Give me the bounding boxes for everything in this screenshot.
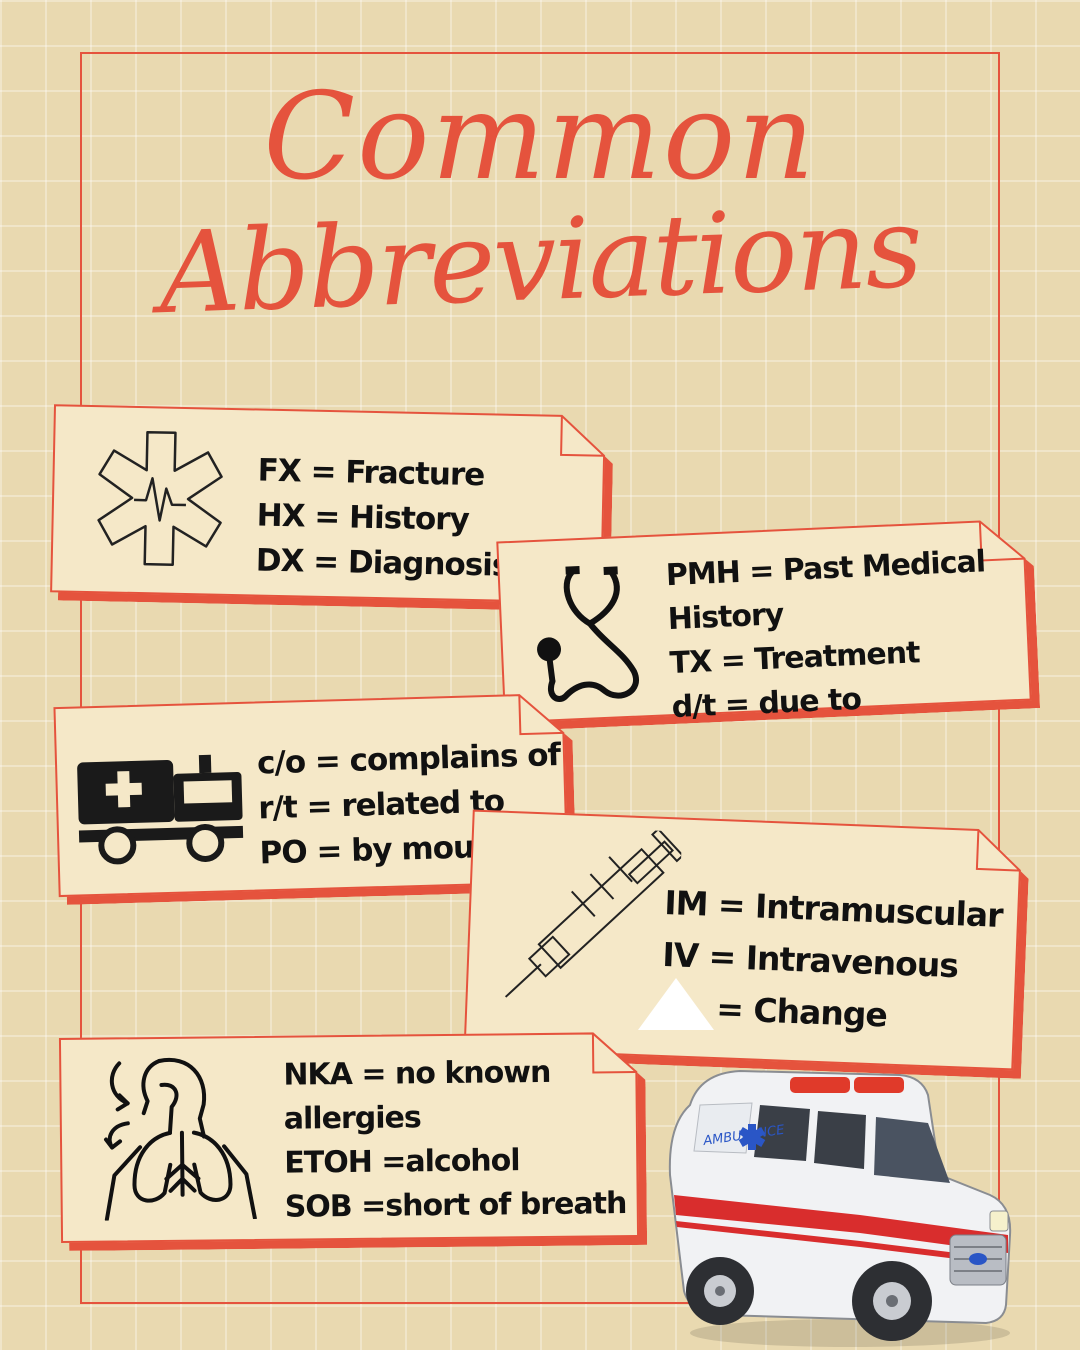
- abbreviation-card-4: IM = Intramuscular IV = Intravenous = Ch…: [464, 810, 1023, 1071]
- card-border: [58, 1032, 640, 1244]
- abbreviation-line: allergies: [283, 1100, 421, 1137]
- card-border: [496, 520, 1032, 724]
- title-line-1: Common: [263, 68, 817, 207]
- ambulance-silhouette-icon: [77, 754, 244, 865]
- respiratory-system-icon: [104, 1057, 257, 1221]
- ambulance-illustration: AMBULANCE: [668, 1069, 1012, 1347]
- stethoscope-icon: [537, 565, 639, 702]
- star-of-life-icon: [97, 430, 223, 567]
- abbreviation-card-5: NKA = no known allergies ETOH =alcohol S…: [58, 1032, 640, 1244]
- abbreviation-card-2: PMH = Past Medical History TX = Treatmen…: [496, 519, 1031, 724]
- delta-triangle-icon: [638, 978, 714, 1030]
- card-border: [463, 809, 1021, 1071]
- abbreviation-line: ETOH =alcohol: [284, 1143, 520, 1181]
- abbreviation-list: NKA = no known allergies ETOH =alcohol S…: [283, 1050, 626, 1230]
- abbreviation-card-1: FX = Fracture HX = History DX = Diagnosi…: [50, 404, 606, 604]
- abbreviation-card-3: c/o = complains of r/t = related to PO =…: [53, 693, 568, 897]
- abbreviation-list: PMH = Past Medical History TX = Treatmen…: [665, 540, 992, 730]
- card-border: [50, 404, 606, 604]
- syringe-icon: [504, 827, 683, 998]
- abbreviation-line: HX = History: [256, 497, 470, 538]
- abbreviation-line: c/o = complains of: [256, 737, 561, 782]
- card-border: [53, 694, 569, 898]
- abbreviation-line: DX = Diagnosis: [255, 542, 510, 584]
- abbreviation-line: SOB =short of breath: [284, 1186, 627, 1225]
- abbreviation-line: FX = Fracture: [257, 452, 485, 494]
- abbreviation-line: NKA = no known: [283, 1054, 551, 1093]
- abbreviation-list: FX = Fracture HX = History DX = Diagnosi…: [255, 449, 511, 589]
